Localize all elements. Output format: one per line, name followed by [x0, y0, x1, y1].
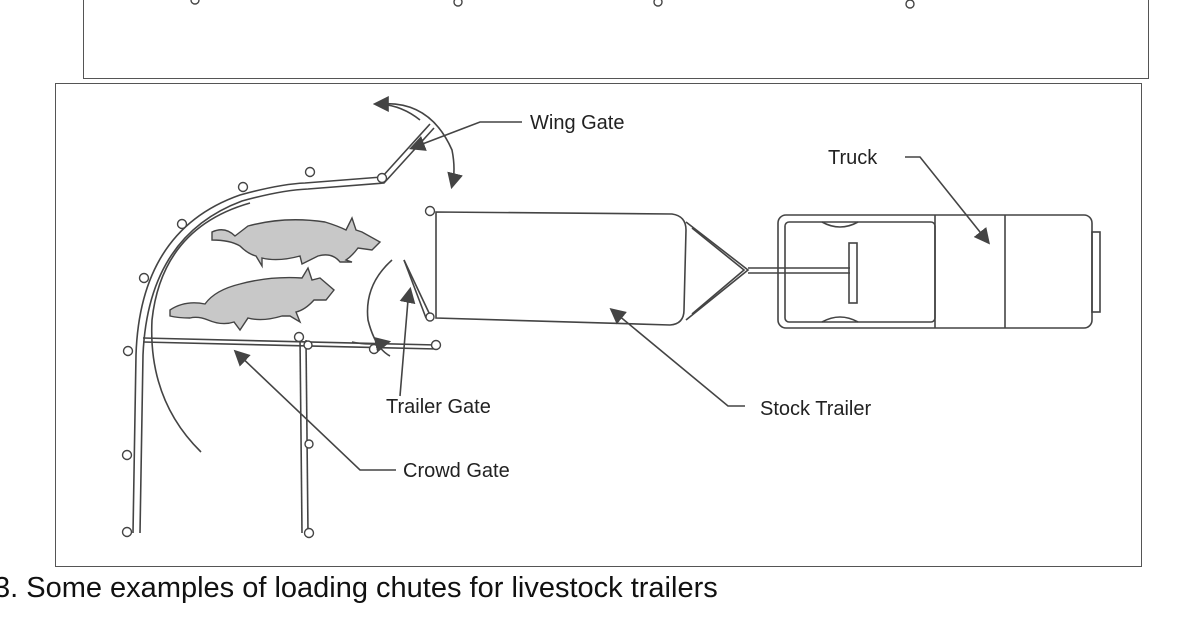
truck-label: Truck	[828, 147, 878, 169]
wing-gate-label: Wing Gate	[530, 112, 625, 134]
crowd-gate-label: Crowd Gate	[403, 460, 510, 482]
upper-figure-panel	[83, 0, 1149, 79]
cow-upper	[211, 216, 382, 269]
stock-trailer-label: Stock Trailer	[760, 398, 872, 420]
trailer-gate-label: Trailer Gate	[386, 396, 491, 418]
curved-chute-fence	[132, 123, 435, 534]
figure-caption: 3. Some examples of loading chutes for l…	[0, 572, 718, 604]
truck	[777, 214, 1101, 329]
fence-posts	[121, 166, 442, 539]
annotation-arrows	[233, 96, 990, 471]
cow-lower	[169, 266, 335, 332]
stock-trailer	[435, 211, 850, 326]
trailer-gate	[366, 259, 435, 357]
cattle	[169, 216, 382, 332]
upper-panel-posts	[190, 0, 915, 9]
